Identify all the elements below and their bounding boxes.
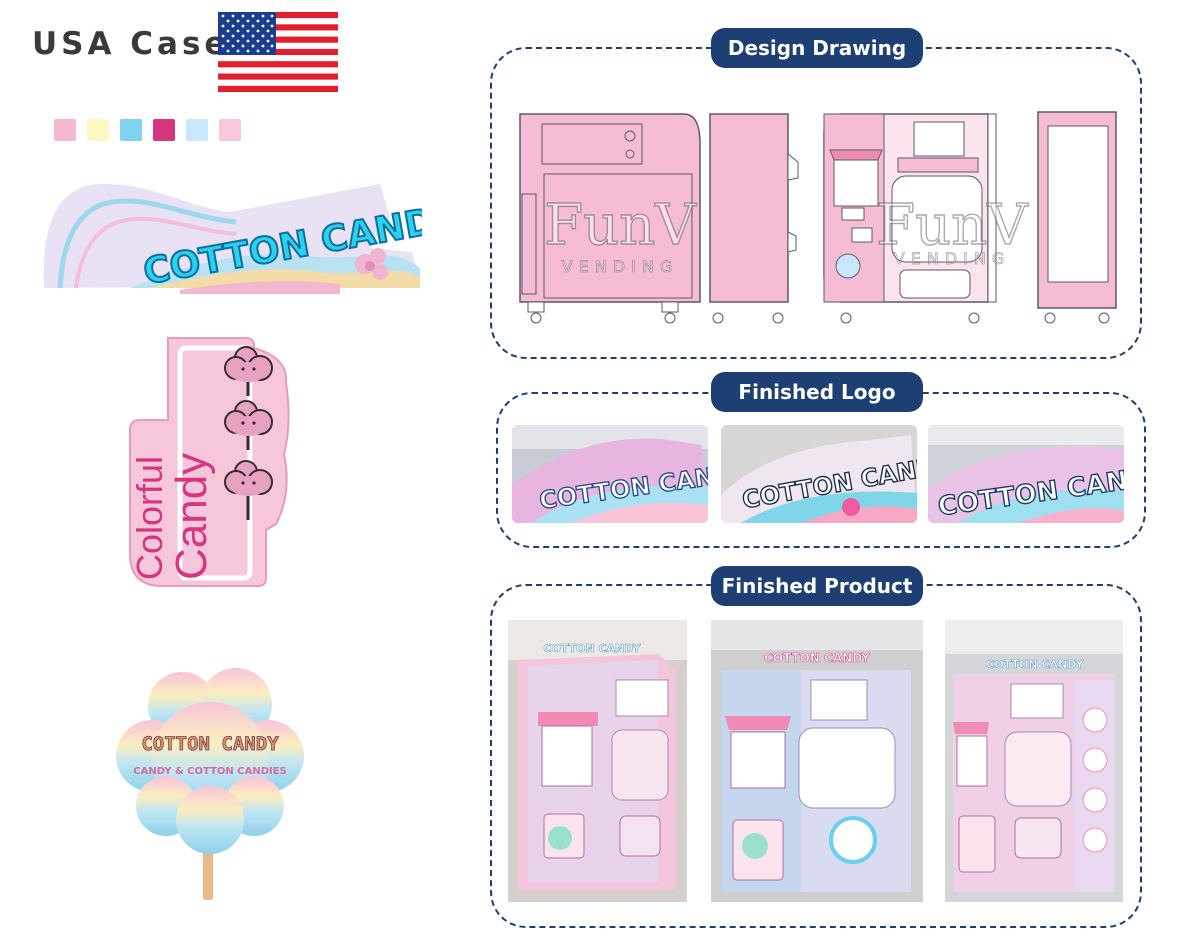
finished-product-photo: COTTON CANDY <box>711 620 923 902</box>
finished-product-photo: COTTON CANDY <box>945 620 1123 902</box>
svg-text:COTTON CANDY: COTTON CANDY <box>986 658 1084 671</box>
design-drawing-views: FunV VENDING FunV VENDING <box>519 111 1117 324</box>
svg-text:COTTON CANDY: COTTON CANDY <box>543 642 641 655</box>
finished-logo-photo: COTTON CANDY <box>928 425 1124 523</box>
drawing-front-view <box>823 113 997 324</box>
cloud-subtitle-text: CANDY & COTTON CANDIES <box>133 766 287 777</box>
palette-swatch <box>219 119 241 141</box>
funv-watermark: FunV VENDING <box>876 192 1030 268</box>
cloud-title-text: COTTON CANDY <box>141 733 279 755</box>
candy-cloud-icon <box>224 346 273 396</box>
palette-swatch <box>153 119 175 141</box>
palette-swatch <box>87 119 109 141</box>
candy-cloud-icon <box>224 460 273 520</box>
svg-text:VENDING: VENDING <box>562 257 678 276</box>
cotton-candy-banner-logo: COTTON CANDY <box>43 183 422 294</box>
svg-text:COTTON CANDY: COTTON CANDY <box>764 651 870 665</box>
design-drawing-title: Design Drawing <box>711 28 923 68</box>
usa-flag-icon <box>218 12 338 92</box>
finished-logo-title: Finished Logo <box>711 372 923 412</box>
drawing-back-view <box>1037 111 1117 324</box>
finished-logo-photo: COTTON CANDY <box>512 425 708 523</box>
page-title: USA Case <box>32 26 230 62</box>
cotton-candy-cloud-logo: COTTON CANDY CANDY & COTTON CANDIES <box>116 668 304 900</box>
svg-text:FunV: FunV <box>544 193 697 258</box>
palette-swatch <box>186 119 208 141</box>
svg-text:VENDING: VENDING <box>894 249 1010 268</box>
finished-product-title: Finished Product <box>711 566 923 606</box>
finished-product-photo: COTTON CANDY <box>508 620 687 902</box>
colorful-candy-logo: Colorful Candy <box>129 337 290 587</box>
finished-logo-photo: COTTON CANDY <box>721 425 917 523</box>
candy-text: Candy <box>167 453 216 580</box>
candy-cloud-icon <box>224 400 273 450</box>
colorful-text: Colorful <box>129 456 170 580</box>
funv-watermark: FunV VENDING <box>544 192 698 276</box>
palette-swatch <box>120 119 142 141</box>
palette-swatch <box>54 119 76 141</box>
drawing-side-view-2 <box>709 113 799 324</box>
svg-text:FunV: FunV <box>876 193 1029 258</box>
drawing-side-view-1 <box>519 113 701 324</box>
